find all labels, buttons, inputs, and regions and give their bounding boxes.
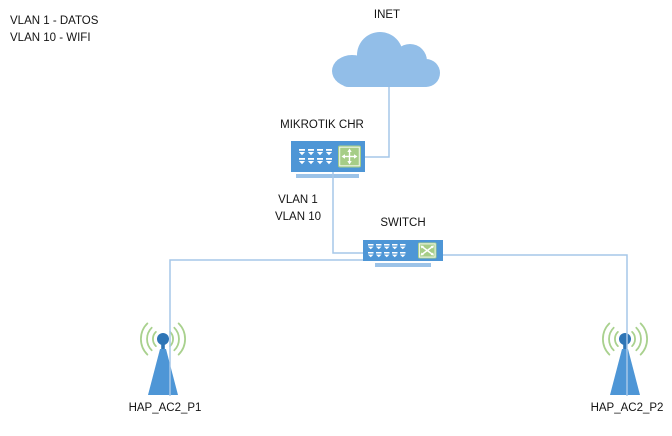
link-switch-ap1 <box>169 259 363 396</box>
link-vlan10-label: VLAN 10 <box>274 211 322 223</box>
antenna-ap2-icon <box>602 322 648 395</box>
switch-ports-icon <box>368 244 406 258</box>
antenna-ap1-icon <box>140 322 186 395</box>
legend-vlan10: VLAN 10 - WIFI <box>10 32 91 44</box>
router-label: MIKROTIK CHR <box>280 119 364 131</box>
switch-device-icon <box>363 240 443 261</box>
router-ports-icon <box>299 149 332 165</box>
link-mikrotik-switch <box>332 172 363 254</box>
legend-vlan1: VLAN 1 - DATOS <box>10 15 99 27</box>
legend: VLAN 1 - DATOS VLAN 10 - WIFI <box>10 13 98 47</box>
router-device-icon <box>291 141 365 172</box>
router-base <box>296 174 359 178</box>
switch-label: SWITCH <box>380 217 426 229</box>
ap2-label: HAP_AC2_P2 <box>590 402 664 414</box>
internet-cloud-icon <box>332 32 440 87</box>
link-vlan1-label: VLAN 1 <box>278 194 318 206</box>
ap1-label: HAP_AC2_P1 <box>128 402 202 414</box>
router-crossroads-icon <box>338 145 361 168</box>
inet-label: INET <box>373 9 401 21</box>
switch-crossed-arrows-icon <box>418 242 437 259</box>
switch-base <box>375 263 431 267</box>
link-vlan-label: VLAN 1 VLAN 10 <box>263 192 333 226</box>
